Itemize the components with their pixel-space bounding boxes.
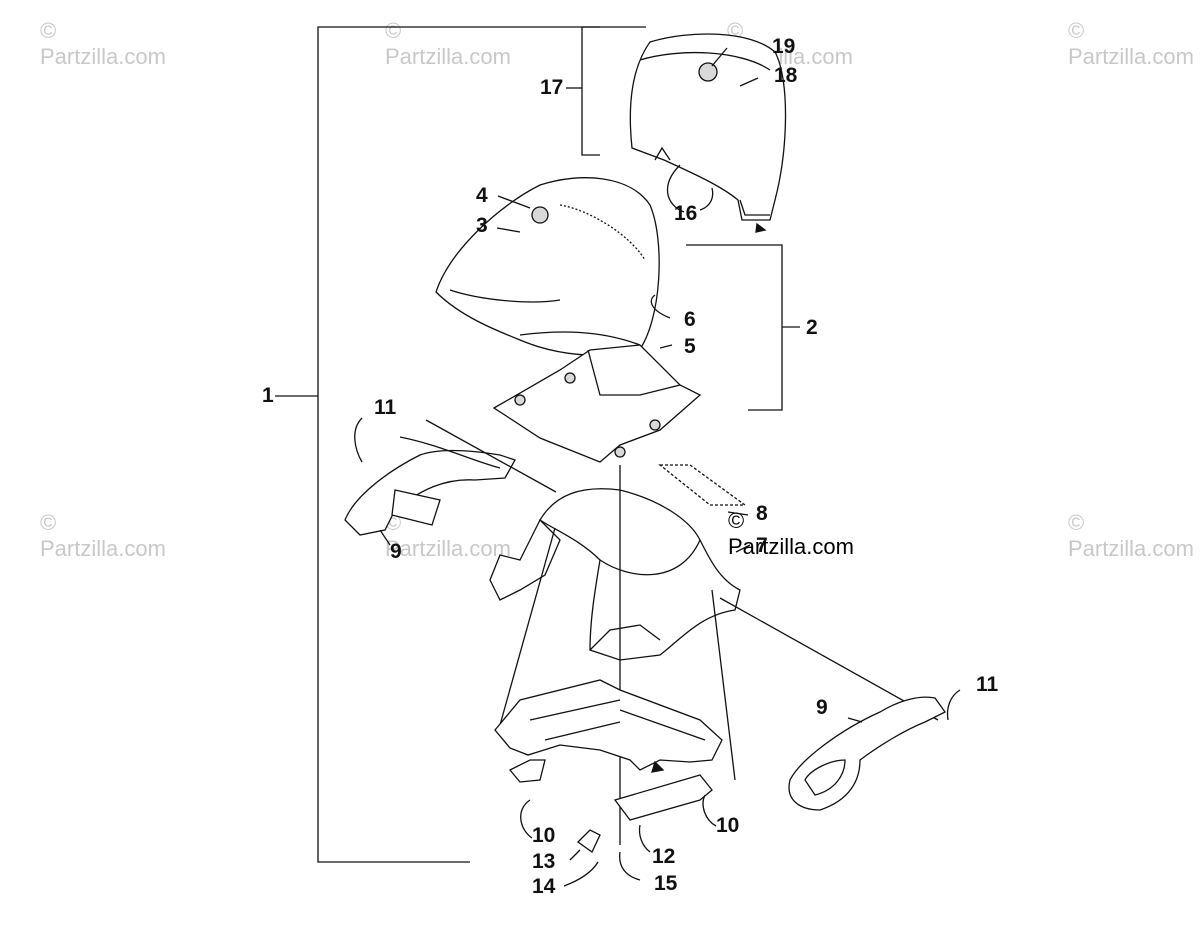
- callout-18: 18: [774, 64, 798, 87]
- callout-12: 12: [652, 845, 676, 868]
- bracket-1: [318, 27, 646, 862]
- clip-13: [578, 830, 600, 852]
- callout-19: 19: [772, 35, 796, 58]
- leader-5: [660, 345, 672, 348]
- assembly-line-4: [720, 598, 938, 720]
- leader-3: [497, 228, 520, 232]
- arrow-marker: [755, 222, 767, 233]
- callout-4: 4: [476, 184, 488, 207]
- callout-3: 3: [476, 214, 488, 237]
- callout-8: 8: [756, 502, 768, 525]
- leader-11-left: [355, 418, 362, 462]
- watermark: © Partzilla.com: [1068, 510, 1194, 561]
- bracket-2: [686, 245, 782, 410]
- handle-left-part: [345, 450, 515, 535]
- leader-19: [712, 48, 727, 66]
- seat-base-part: [494, 345, 700, 462]
- watermark: © Partzilla.com: [40, 18, 166, 69]
- leader-12: [639, 825, 650, 852]
- callout-9-right: 9: [816, 696, 828, 719]
- callout-9-left: 9: [390, 540, 402, 563]
- leader-8: [728, 512, 748, 515]
- arrow-marker-lower: [651, 760, 665, 773]
- callout-11-right: 11: [976, 673, 999, 696]
- callout-14: 14: [532, 875, 556, 898]
- leader-11-left-line: [400, 437, 500, 468]
- leader-4: [498, 196, 530, 208]
- leader-11-right: [948, 690, 961, 720]
- bolt-line-left: [426, 420, 556, 492]
- leader-9-left: [380, 530, 390, 545]
- watermark: © Partzilla.com: [385, 18, 511, 69]
- leader-9-right: [848, 718, 862, 722]
- leader-7: [736, 545, 750, 552]
- callout-11-left: 11: [374, 396, 397, 419]
- backrest-part: [630, 34, 785, 220]
- callout-16: 16: [674, 202, 698, 225]
- leader-10-right: [703, 795, 716, 826]
- support-frame-part: [495, 680, 722, 820]
- leader-6: [651, 295, 670, 318]
- leader-15: [620, 852, 640, 880]
- assembly-line-1: [500, 528, 555, 725]
- leader-16b: [700, 188, 713, 210]
- assembly-line-3: [712, 590, 735, 780]
- callout-15: 15: [654, 872, 678, 895]
- pad-8: [660, 465, 745, 505]
- emblem-19: [698, 62, 718, 82]
- callout-10-left: 10: [532, 824, 556, 847]
- handle-right-part: [789, 697, 945, 810]
- bracket-17: [582, 27, 600, 155]
- callout-2: 2: [806, 316, 818, 339]
- seat-frame-part: [490, 489, 740, 660]
- callout-13: 13: [532, 850, 556, 873]
- leader-14: [564, 862, 598, 886]
- seat-cushion-part: [436, 178, 659, 356]
- watermark: © Partzilla.com: [385, 510, 511, 561]
- watermark: © Partzilla.com: [1068, 18, 1194, 69]
- leader-10-left: [521, 800, 532, 838]
- callout-10-right: 10: [716, 814, 740, 837]
- leader-13: [570, 850, 580, 860]
- watermark: © Partzilla.com: [40, 510, 166, 561]
- callout-1: 1: [262, 384, 274, 407]
- callout-6: 6: [684, 308, 696, 331]
- callout-7: 7: [756, 534, 768, 557]
- leader-16a: [668, 165, 684, 212]
- callout-5: 5: [684, 335, 696, 358]
- callout-17: 17: [540, 76, 564, 99]
- emblem-4: [531, 206, 549, 224]
- leader-18: [740, 78, 758, 86]
